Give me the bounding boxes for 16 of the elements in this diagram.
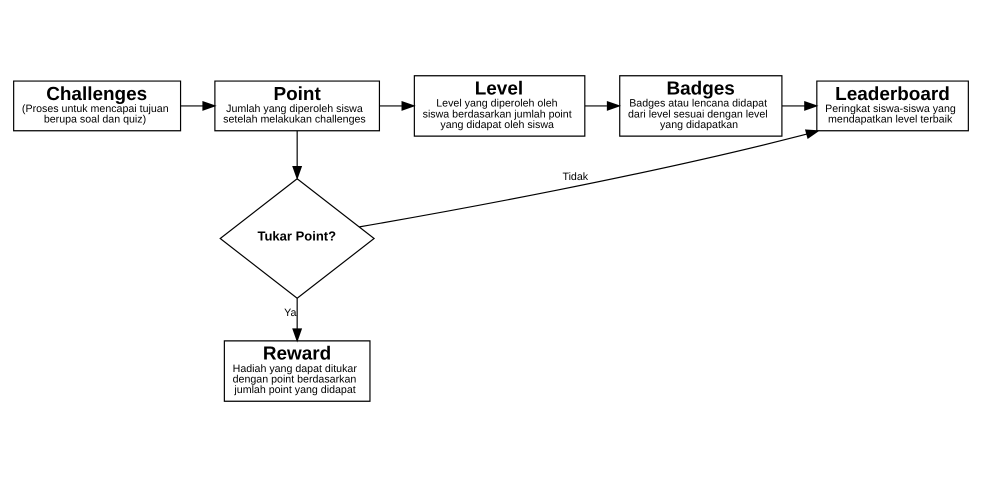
node-box: Reward Hadiah yang dapat ditukar dengan point berdasarkan jumlah point yang didapat xyxy=(224,340,371,402)
edge-label: Tidak xyxy=(562,171,588,184)
node-box: Badges Badges atau lencana didapat dari level sesuai dengan level yang didapatkan xyxy=(619,75,782,137)
node-box: Point Jumlah yang diperoleh siswa setelah melakukan challenges xyxy=(214,80,380,132)
node-diamond: Tukar Point? xyxy=(219,178,376,300)
node-box: Leaderboard Peringkat siswa-siswa yang mendapatkan level terbaik xyxy=(816,80,969,132)
arrow xyxy=(292,131,302,180)
arrow xyxy=(180,100,217,111)
arrow xyxy=(292,298,302,343)
node-box: Level Level yang diperoleh oleh siswa berdasarkan jumlah point yang didapat oleh siswa xyxy=(414,75,586,137)
arrow xyxy=(584,100,622,111)
arrow xyxy=(380,100,416,111)
node-box: Challenges (Proses untuk mencapai tujuan berupa soal dan quiz) xyxy=(13,80,182,132)
arrow xyxy=(359,129,820,228)
edge-label: Ya xyxy=(284,307,296,320)
arrow xyxy=(782,100,818,111)
